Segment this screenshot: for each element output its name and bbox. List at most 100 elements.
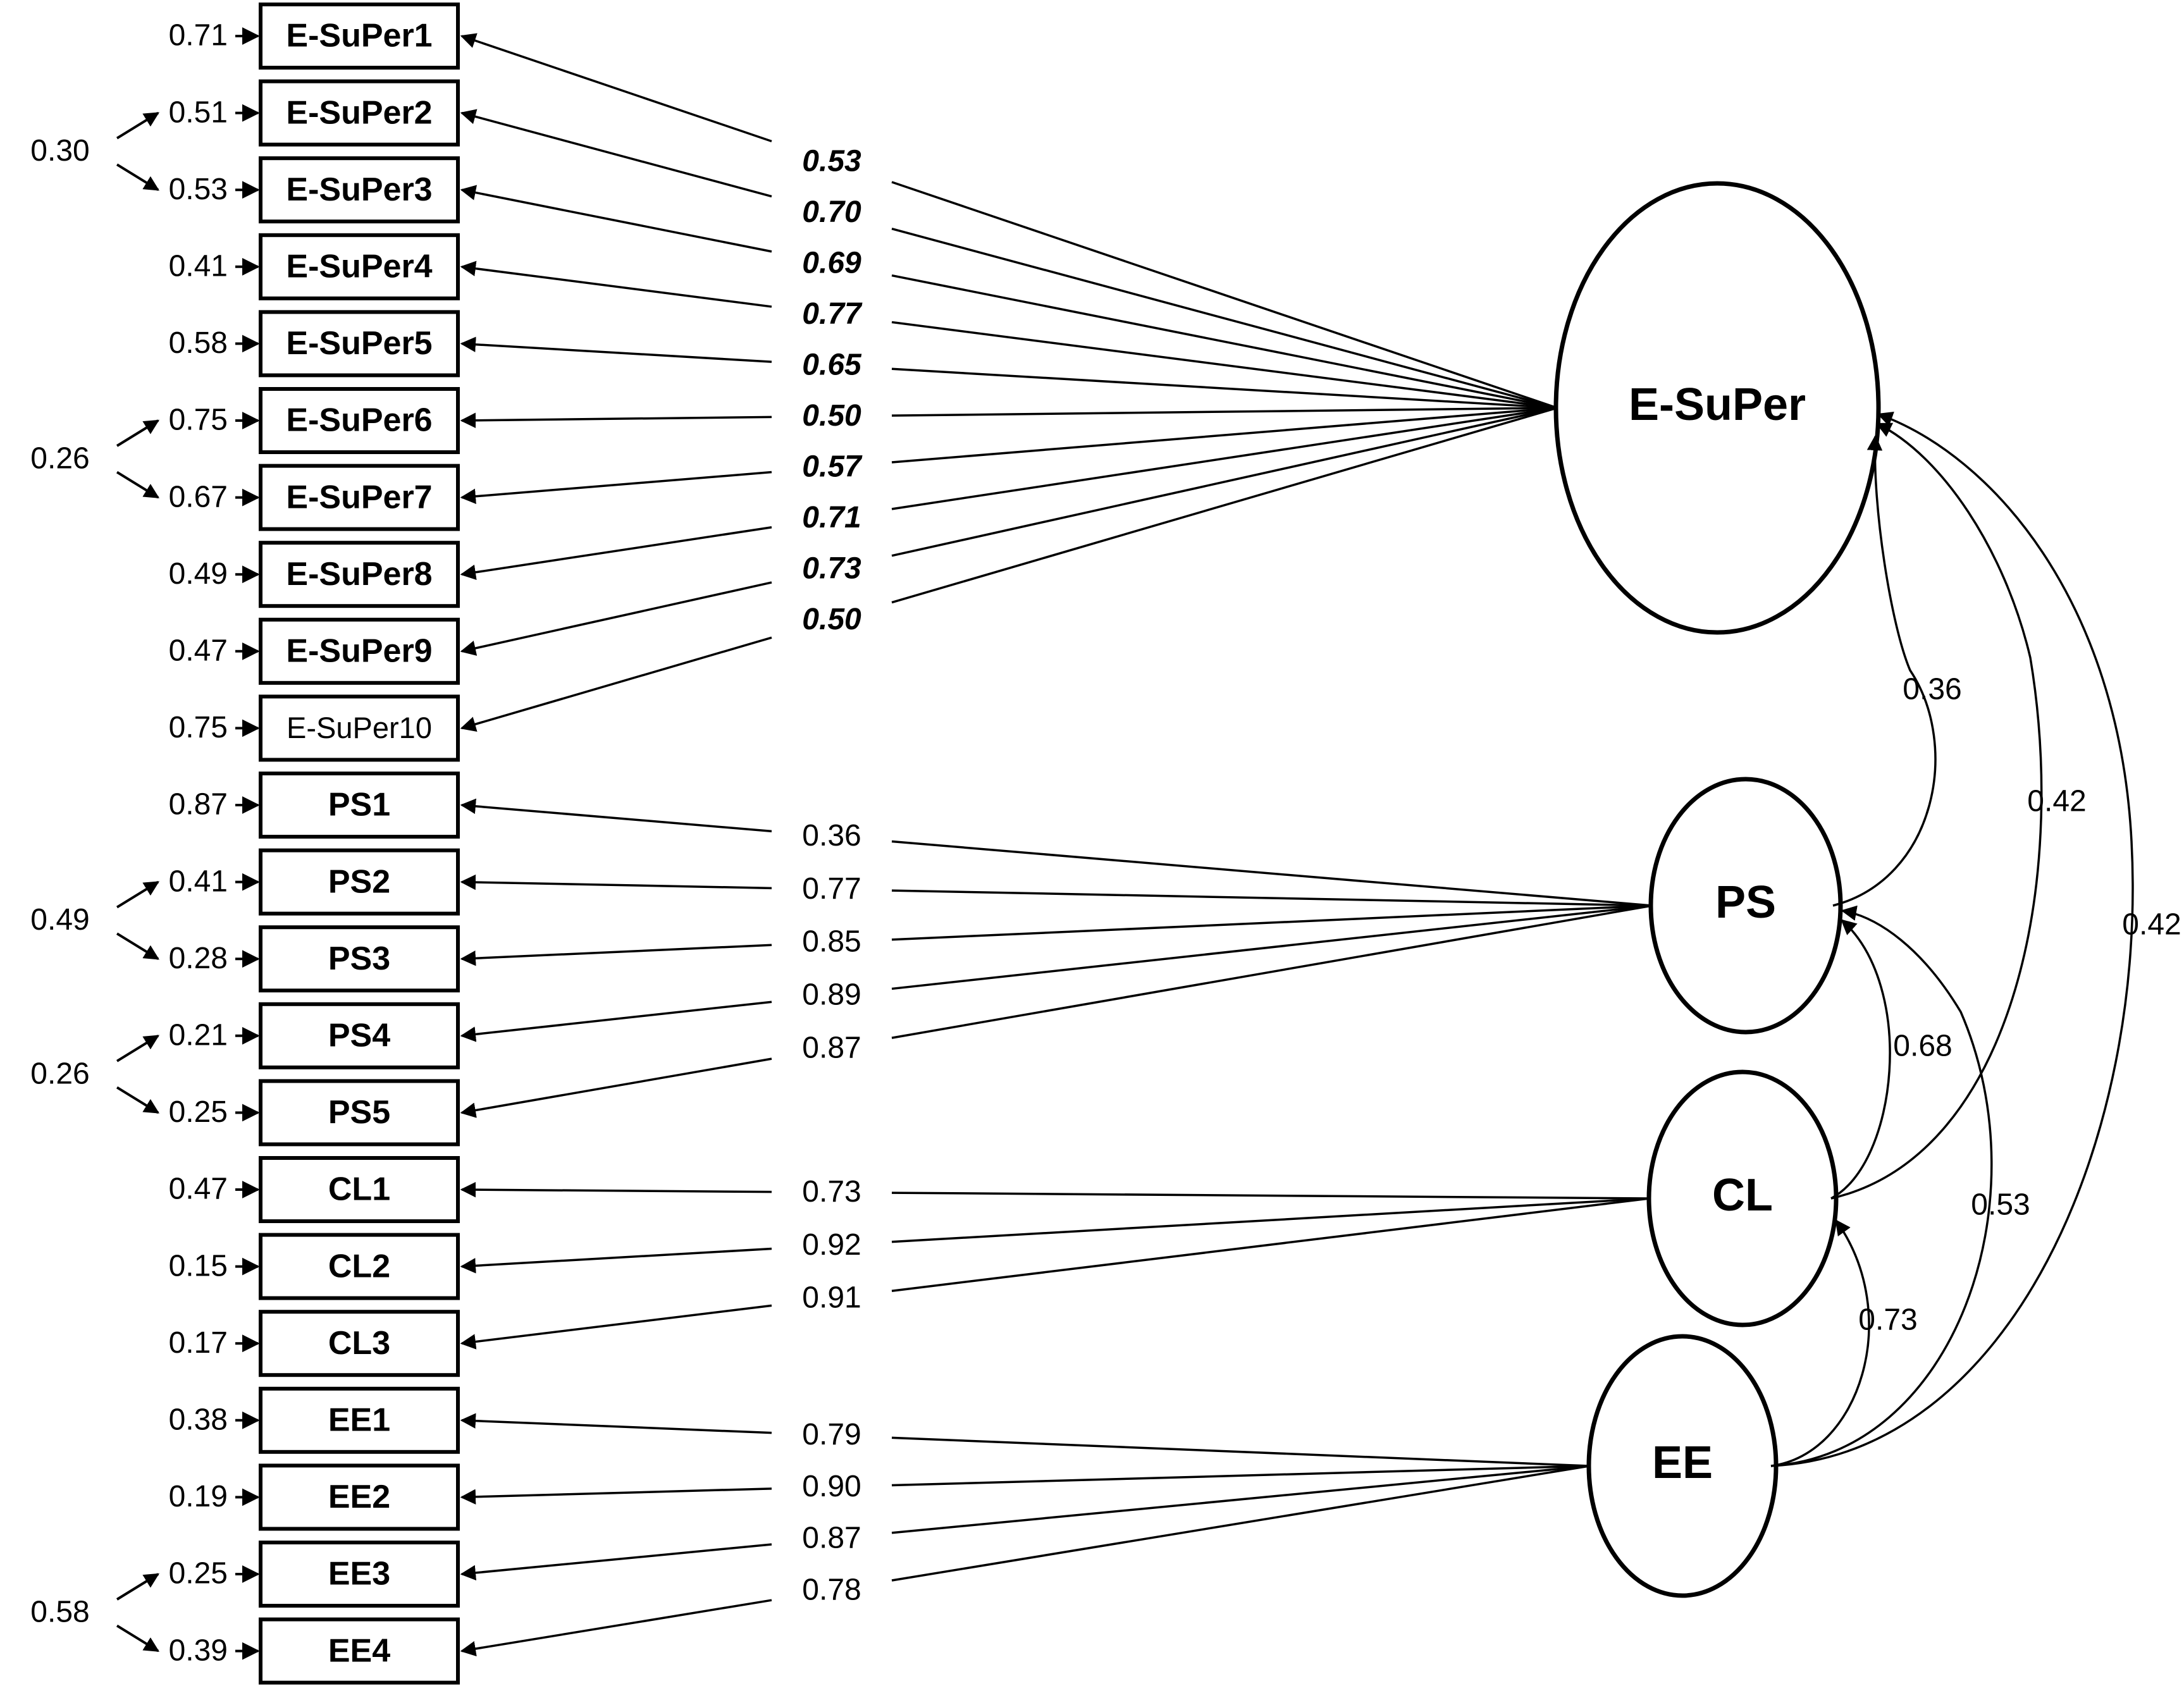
- loading-path-segment-right[interactable]: [891, 904, 1653, 941]
- loading-path-segment-left[interactable]: [460, 1599, 772, 1657]
- loading-path-segment-left[interactable]: [460, 944, 772, 966]
- cl-ellipse[interactable]: [1646, 1069, 1839, 1327]
- indicator-box[interactable]: [259, 1156, 460, 1223]
- indicator-box[interactable]: [259, 541, 460, 608]
- loading-path-segment-left[interactable]: [460, 412, 772, 428]
- residual-correlation-arrow[interactable]: [116, 419, 160, 447]
- corr-arc-ps-cl[interactable]: [1830, 919, 1891, 1200]
- loading-path-segment-left[interactable]: [460, 1181, 772, 1198]
- ps-ellipse[interactable]: [1648, 777, 1843, 1035]
- indicator-box[interactable]: [259, 1541, 460, 1608]
- esuper-label: E-SuPer: [1629, 379, 1806, 430]
- residual-correlation-arrow[interactable]: [116, 1086, 160, 1114]
- residual-correlation-label: 0.49: [30, 903, 89, 937]
- loading-path-segment-right[interactable]: [891, 1465, 1590, 1487]
- indicator-box[interactable]: [259, 1617, 460, 1685]
- residual-correlation-arrow[interactable]: [116, 471, 160, 499]
- loading-path-segment-left[interactable]: [460, 185, 772, 253]
- loading-path-segment-left[interactable]: [460, 874, 772, 890]
- loading-path-segment-right[interactable]: [891, 840, 1653, 907]
- loading-path-segment-right[interactable]: [891, 1191, 1650, 1200]
- loading-path-segment-right[interactable]: [891, 407, 1558, 604]
- loading-path-segment-left[interactable]: [460, 1057, 772, 1118]
- residual-correlation-arrow[interactable]: [116, 163, 160, 191]
- indicator-box[interactable]: [259, 1463, 460, 1531]
- residual-correlation-arrow[interactable]: [116, 1624, 160, 1653]
- residual-correlation-arrow[interactable]: [116, 1573, 160, 1601]
- corr-arc-cl-ee[interactable]: [1770, 1219, 1870, 1467]
- loading-path-segment-left[interactable]: [460, 636, 772, 732]
- loading-path-segment-right[interactable]: [891, 181, 1558, 409]
- latent-factor-cl[interactable]: CL: [1646, 1069, 1839, 1327]
- loading-path-segment-right[interactable]: [891, 1465, 1590, 1582]
- residual-correlation-arrow[interactable]: [116, 111, 160, 140]
- indicator-label: CL1: [328, 1171, 390, 1208]
- loading-path-segment-right[interactable]: [891, 904, 1653, 990]
- factor-correlation-ps-ee[interactable]: 0.53: [1770, 905, 2030, 1467]
- loading-path-segment-right[interactable]: [891, 1197, 1650, 1292]
- loading-path-segment-left[interactable]: [460, 526, 772, 580]
- loading-path-segment-right[interactable]: [891, 321, 1558, 409]
- indicator-box[interactable]: [259, 1310, 460, 1377]
- indicator-box[interactable]: [259, 233, 460, 300]
- loading-path-segment-right[interactable]: [891, 889, 1653, 907]
- factor-correlation-esuper-cl[interactable]: 0.42: [1830, 422, 2087, 1200]
- corr-arc-ps-ee[interactable]: [1770, 905, 1993, 1467]
- residual-correlation-arrow[interactable]: [116, 1035, 160, 1062]
- loading-path-segment-right[interactable]: [891, 407, 1558, 464]
- indicator-box[interactable]: [259, 156, 460, 224]
- latent-factor-ee[interactable]: EE: [1586, 1334, 1779, 1598]
- loading-path-segment-left[interactable]: [460, 1413, 772, 1434]
- residual-correlation-arrow[interactable]: [116, 932, 160, 960]
- loading-path-segment-right[interactable]: [891, 1436, 1590, 1467]
- loading-path-segment-left[interactable]: [460, 1487, 772, 1505]
- loading-path-segment-left[interactable]: [460, 109, 772, 198]
- residual-correlation-arrow[interactable]: [116, 880, 160, 909]
- factor-correlation-esuper-ps[interactable]: 0.36: [1832, 434, 1962, 907]
- loading-path-segment-left[interactable]: [460, 1543, 772, 1581]
- loading-path-segment-left[interactable]: [460, 336, 772, 363]
- loading-path-segment-left[interactable]: [460, 1304, 772, 1350]
- corr-arc-esuper-cl[interactable]: [1830, 422, 2043, 1200]
- indicator-box[interactable]: [259, 310, 460, 378]
- indicator-box[interactable]: [259, 925, 460, 993]
- loading-path-segment-left[interactable]: [460, 581, 772, 656]
- latent-factor-esuper[interactable]: E-SuPer: [1553, 181, 1881, 635]
- loading-path-segment-right[interactable]: [891, 367, 1558, 409]
- factor-correlation-cl-ee[interactable]: 0.73: [1770, 1219, 1918, 1467]
- indicator-box[interactable]: [259, 387, 460, 454]
- factor-correlation-ps-cl[interactable]: 0.68: [1830, 919, 1953, 1200]
- indicator-box[interactable]: [259, 79, 460, 147]
- indicator-box[interactable]: [259, 3, 460, 70]
- loading-path-segment-right[interactable]: [891, 407, 1558, 417]
- indicator-box[interactable]: [259, 617, 460, 685]
- indicator-boxes-group: E-SuPer10.71E-SuPer20.51E-SuPer30.53E-Su…: [169, 3, 460, 1685]
- indicator-box[interactable]: [259, 1079, 460, 1147]
- loading-path-segment-left[interactable]: [460, 471, 772, 505]
- loading-path-segment-right[interactable]: [891, 407, 1558, 557]
- indicator-box[interactable]: [259, 694, 460, 762]
- loading-path-segment-right[interactable]: [891, 904, 1653, 1039]
- loading-path-segment-right[interactable]: [891, 1465, 1590, 1534]
- corr-arc-esuper-ps[interactable]: [1832, 434, 1937, 907]
- indicator-box[interactable]: [259, 464, 460, 531]
- indicator-box[interactable]: [259, 772, 460, 839]
- loading-path-segment-left[interactable]: [460, 1000, 772, 1042]
- indicator-box[interactable]: [259, 1233, 460, 1300]
- esuper-ellipse[interactable]: [1553, 181, 1881, 635]
- indicator-box[interactable]: [259, 848, 460, 916]
- latent-factor-ps[interactable]: PS: [1648, 777, 1843, 1035]
- loading-path-segment-left[interactable]: [460, 33, 772, 143]
- loading-path-segment-left[interactable]: [460, 261, 772, 308]
- loading-path-segment-left[interactable]: [460, 1247, 772, 1274]
- indicator-box[interactable]: [259, 1002, 460, 1069]
- corr-arc-esuper-ee[interactable]: [1770, 411, 2134, 1467]
- loading-path-segment-right[interactable]: [891, 228, 1558, 409]
- loading-path-segment-right[interactable]: [891, 1197, 1650, 1243]
- loading-path-segment-right[interactable]: [891, 274, 1558, 409]
- factor-correlation-esuper-ee[interactable]: 0.42: [1770, 411, 2181, 1467]
- indicator-box[interactable]: [259, 1386, 460, 1454]
- loading-path-segment-right[interactable]: [891, 407, 1558, 510]
- loading-path-segment-left[interactable]: [460, 798, 772, 833]
